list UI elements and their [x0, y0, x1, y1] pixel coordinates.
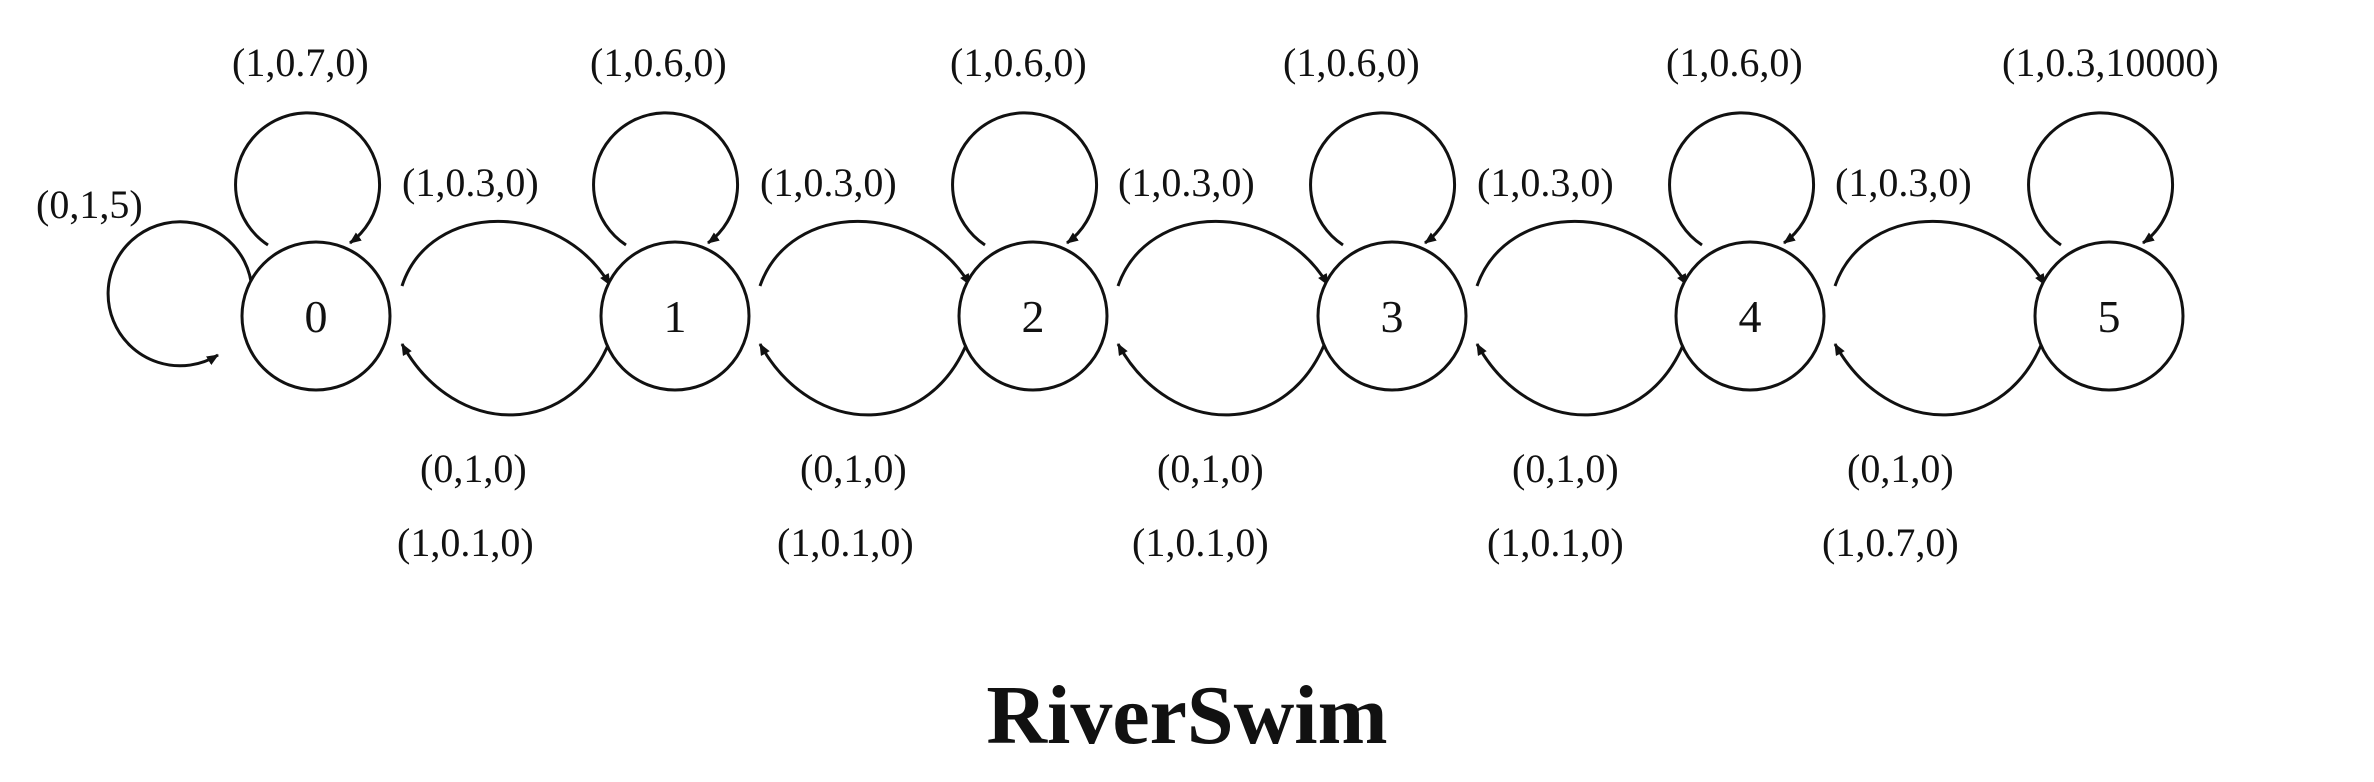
forward-edge-2-3 — [1116, 219, 1330, 287]
diagram-title: RiverSwim — [986, 669, 1387, 762]
self-loop-state-2 — [951, 111, 1099, 247]
backward-label-1-line1: (0,1,0) — [800, 446, 907, 491]
state-1-label: 1 — [664, 291, 687, 342]
self-loop-label-4: (1,0.6,0) — [1666, 40, 1803, 85]
self-loop-label-3: (1,0.6,0) — [1283, 40, 1420, 85]
backward-edge-2-1 — [758, 334, 972, 417]
self-loop-label-1: (1,0.6,0) — [590, 40, 727, 85]
state-3: 3 — [1316, 240, 1468, 392]
self-loop-label-2: (1,0.6,0) — [950, 40, 1087, 85]
forward-label-1: (1,0.3,0) — [760, 160, 897, 205]
state-2-label: 2 — [1022, 291, 1045, 342]
self-loop-state-0 — [234, 111, 382, 247]
backward-edge-5-4 — [1833, 334, 2047, 417]
state-4: 4 — [1674, 240, 1826, 392]
self-loop-left-state-0 — [106, 220, 254, 368]
backward-label-0-line2: (1,0.1,0) — [397, 520, 534, 565]
backward-label-4-line2: (1,0.7,0) — [1822, 520, 1959, 565]
state-5-label: 5 — [2098, 291, 2121, 342]
forward-edge-1-2 — [758, 219, 972, 287]
self-loop-state-1 — [592, 111, 740, 247]
state-2: 2 — [957, 240, 1109, 392]
backward-label-2-line2: (1,0.1,0) — [1132, 520, 1269, 565]
backward-edge-4-3 — [1475, 334, 1689, 417]
self-loop-left-label: (0,1,5) — [36, 182, 143, 227]
backward-label-3-line1: (0,1,0) — [1512, 446, 1619, 491]
forward-label-4: (1,0.3,0) — [1835, 160, 1972, 205]
forward-edge-3-4 — [1475, 219, 1689, 287]
state-0: 0 — [240, 240, 392, 392]
state-3-label: 3 — [1381, 291, 1404, 342]
backward-edge-3-2 — [1116, 334, 1330, 417]
forward-label-3: (1,0.3,0) — [1477, 160, 1614, 205]
backward-label-4-line1: (0,1,0) — [1847, 446, 1954, 491]
forward-label-0: (1,0.3,0) — [402, 160, 539, 205]
self-loop-state-3 — [1309, 111, 1457, 247]
forward-edge-0-1 — [400, 219, 612, 287]
self-loop-label-5: (1,0.3,10000) — [2002, 40, 2219, 85]
backward-label-3-line2: (1,0.1,0) — [1487, 520, 1624, 565]
backward-edge-1-0 — [400, 334, 614, 417]
forward-edge-4-5 — [1833, 219, 2047, 287]
self-loop-state-4 — [1668, 111, 1816, 247]
backward-label-2-line1: (0,1,0) — [1157, 446, 1264, 491]
backward-label-1-line2: (1,0.1,0) — [777, 520, 914, 565]
state-0-label: 0 — [305, 291, 328, 342]
self-loop-label-0: (1,0.7,0) — [232, 40, 369, 85]
self-loop-state-5 — [2027, 111, 2175, 247]
forward-label-2: (1,0.3,0) — [1118, 160, 1255, 205]
state-1: 1 — [599, 240, 751, 392]
state-5: 5 — [2033, 240, 2185, 392]
backward-label-0-line1: (0,1,0) — [420, 446, 527, 491]
state-4-label: 4 — [1739, 291, 1762, 342]
